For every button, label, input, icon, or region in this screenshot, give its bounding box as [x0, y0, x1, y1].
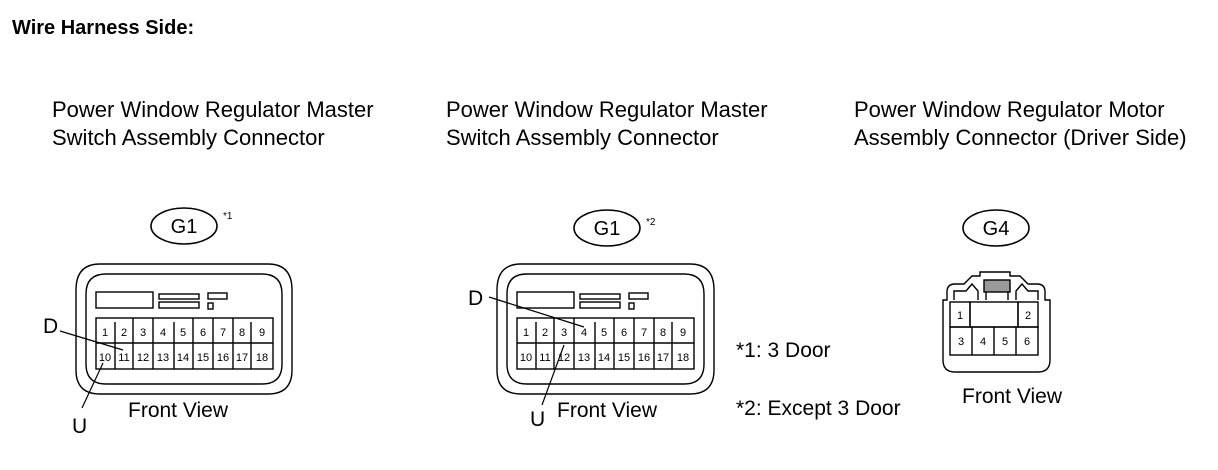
pin-14: 14: [177, 352, 189, 364]
connector-title-line1: Power Window Regulator Master: [52, 97, 374, 122]
leader-label-u: U: [530, 408, 545, 431]
view-label: Front View: [128, 399, 229, 422]
connector-body: [496, 263, 715, 395]
pin-7: 7: [220, 327, 226, 339]
connector-title-line1: Power Window Regulator Master: [446, 97, 768, 122]
connector-body: [75, 263, 293, 395]
pin-11: 11: [118, 352, 129, 364]
pin-2: 2: [1025, 310, 1031, 322]
connector-code-badge: G4: [962, 209, 1030, 247]
pin-3: 3: [561, 327, 567, 339]
connector-body: [942, 271, 1051, 373]
connector-code: G1: [171, 216, 198, 238]
pin-13: 13: [578, 352, 590, 364]
connector-title-line2: Switch Assembly Connector: [52, 125, 325, 150]
footnote-1: *1: 3 Door: [736, 339, 831, 362]
footnotes: *1: 3 Door *2: Except 3 Door: [736, 339, 901, 420]
pin-6: 6: [621, 327, 627, 339]
pin-5: 5: [180, 327, 186, 339]
pin-10: 10: [520, 352, 532, 364]
pin-6: 6: [200, 327, 206, 339]
pin-grid: [95, 317, 274, 370]
pin-15: 15: [197, 352, 209, 364]
pin-13: 13: [157, 352, 169, 364]
connector-title-line2: Assembly Connector (Driver Side): [854, 125, 1187, 150]
pin-labels-bottom: 10 11 12 13 14 15 16 17 18: [520, 352, 689, 364]
connector-title-line2: Switch Assembly Connector: [446, 125, 719, 150]
pin-2: 2: [542, 327, 548, 339]
pin-5: 5: [1002, 336, 1008, 348]
pin-6: 6: [1024, 336, 1030, 348]
connector-code: G1: [594, 218, 621, 240]
pin-1: 1: [957, 310, 963, 322]
note-reference: *1: [223, 211, 233, 222]
pin-10: 10: [99, 352, 111, 364]
pin-labels-top: 1 2 3 4 5 6 7 8 9: [523, 327, 686, 339]
pin-9: 9: [680, 327, 686, 339]
pin-14: 14: [598, 352, 610, 364]
leader-lines: [488, 296, 585, 406]
pin-3: 3: [140, 327, 146, 339]
footnote-2: *2: Except 3 Door: [736, 397, 901, 420]
leader-label-d: D: [468, 287, 483, 310]
pin-15: 15: [618, 352, 630, 364]
connector-code-badge: G1: [573, 209, 641, 247]
pin-7: 7: [641, 327, 647, 339]
pin-1: 1: [523, 327, 529, 339]
connector-title-line1: Power Window Regulator Motor: [854, 97, 1165, 122]
pin-1: 1: [102, 327, 108, 339]
connector-g1-3door: Power Window Regulator Master Switch Ass…: [43, 97, 374, 438]
section-header: Wire Harness Side:: [12, 17, 194, 39]
pin-11: 11: [539, 352, 550, 364]
pin-17: 17: [657, 352, 669, 364]
connector-code-badge: G1: [150, 207, 218, 245]
pin-labels-bottom: 10 11 12 13 14 15 16 17 18: [99, 352, 268, 364]
pin-12: 12: [137, 352, 149, 364]
pin-grid: [516, 317, 695, 370]
pin-4: 4: [980, 336, 986, 348]
pin-labels: 1 2 3 4 5 6: [957, 310, 1031, 348]
connector-g1-except-3door: Power Window Regulator Master Switch Ass…: [446, 97, 768, 431]
pin-18: 18: [677, 352, 689, 364]
pin-16: 16: [217, 352, 229, 364]
pin-8: 8: [660, 327, 666, 339]
pin-4: 4: [160, 327, 166, 339]
pin-9: 9: [259, 327, 265, 339]
pin-grid: [949, 301, 1039, 356]
connector-g4: Power Window Regulator Motor Assembly Co…: [854, 97, 1187, 408]
pin-8: 8: [239, 327, 245, 339]
pin-3: 3: [958, 336, 964, 348]
connector-code: G4: [983, 218, 1010, 240]
leader-label-d: D: [43, 315, 58, 338]
leader-lines: [59, 330, 124, 409]
note-reference: *2: [646, 217, 656, 228]
leader-label-u: U: [72, 415, 87, 438]
pin-labels-top: 1 2 3 4 5 6 7 8 9: [102, 327, 265, 339]
pin-18: 18: [256, 352, 268, 364]
pin-17: 17: [236, 352, 248, 364]
pin-16: 16: [638, 352, 650, 364]
view-label: Front View: [962, 385, 1063, 408]
pin-5: 5: [601, 327, 607, 339]
pin-2: 2: [121, 327, 127, 339]
view-label: Front View: [557, 399, 658, 422]
pin-4: 4: [581, 327, 587, 339]
